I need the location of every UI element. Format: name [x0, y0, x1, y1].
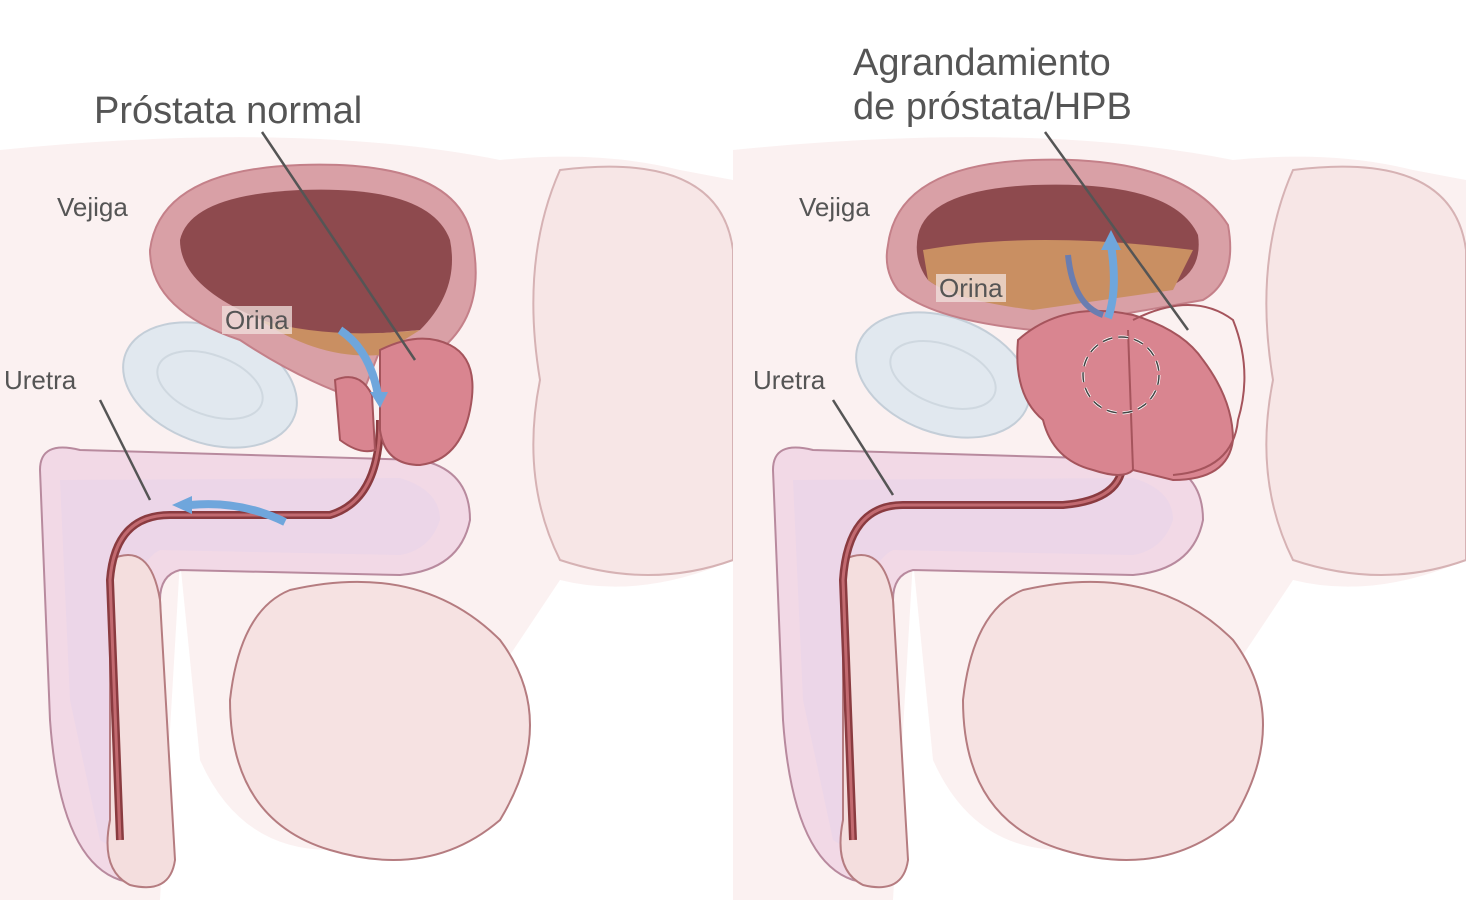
label-urethra: Uretra	[4, 365, 77, 395]
title-enlarged-prostate-line2: de próstata/HPB	[853, 86, 1132, 128]
label-bladder-bph: Vejiga	[799, 192, 870, 222]
bph-anatomy-illustration	[733, 131, 1466, 901]
title-enlarged-prostate-line1: Agrandamiento	[853, 42, 1111, 84]
label-urine: Orina	[222, 306, 292, 334]
label-urethra-bph: Uretra	[753, 365, 826, 395]
panel-normal-prostate: Próstata normal Vejiga Orina Uretra	[0, 90, 733, 901]
label-bladder: Vejiga	[57, 192, 128, 222]
normal-anatomy-illustration	[0, 131, 733, 901]
panel-enlarged-prostate: Agrandamiento de próstata/HPB Vejiga Ori…	[733, 0, 1466, 902]
label-urine-bph: Orina	[936, 274, 1006, 302]
title-normal-prostate: Próstata normal	[94, 90, 363, 132]
